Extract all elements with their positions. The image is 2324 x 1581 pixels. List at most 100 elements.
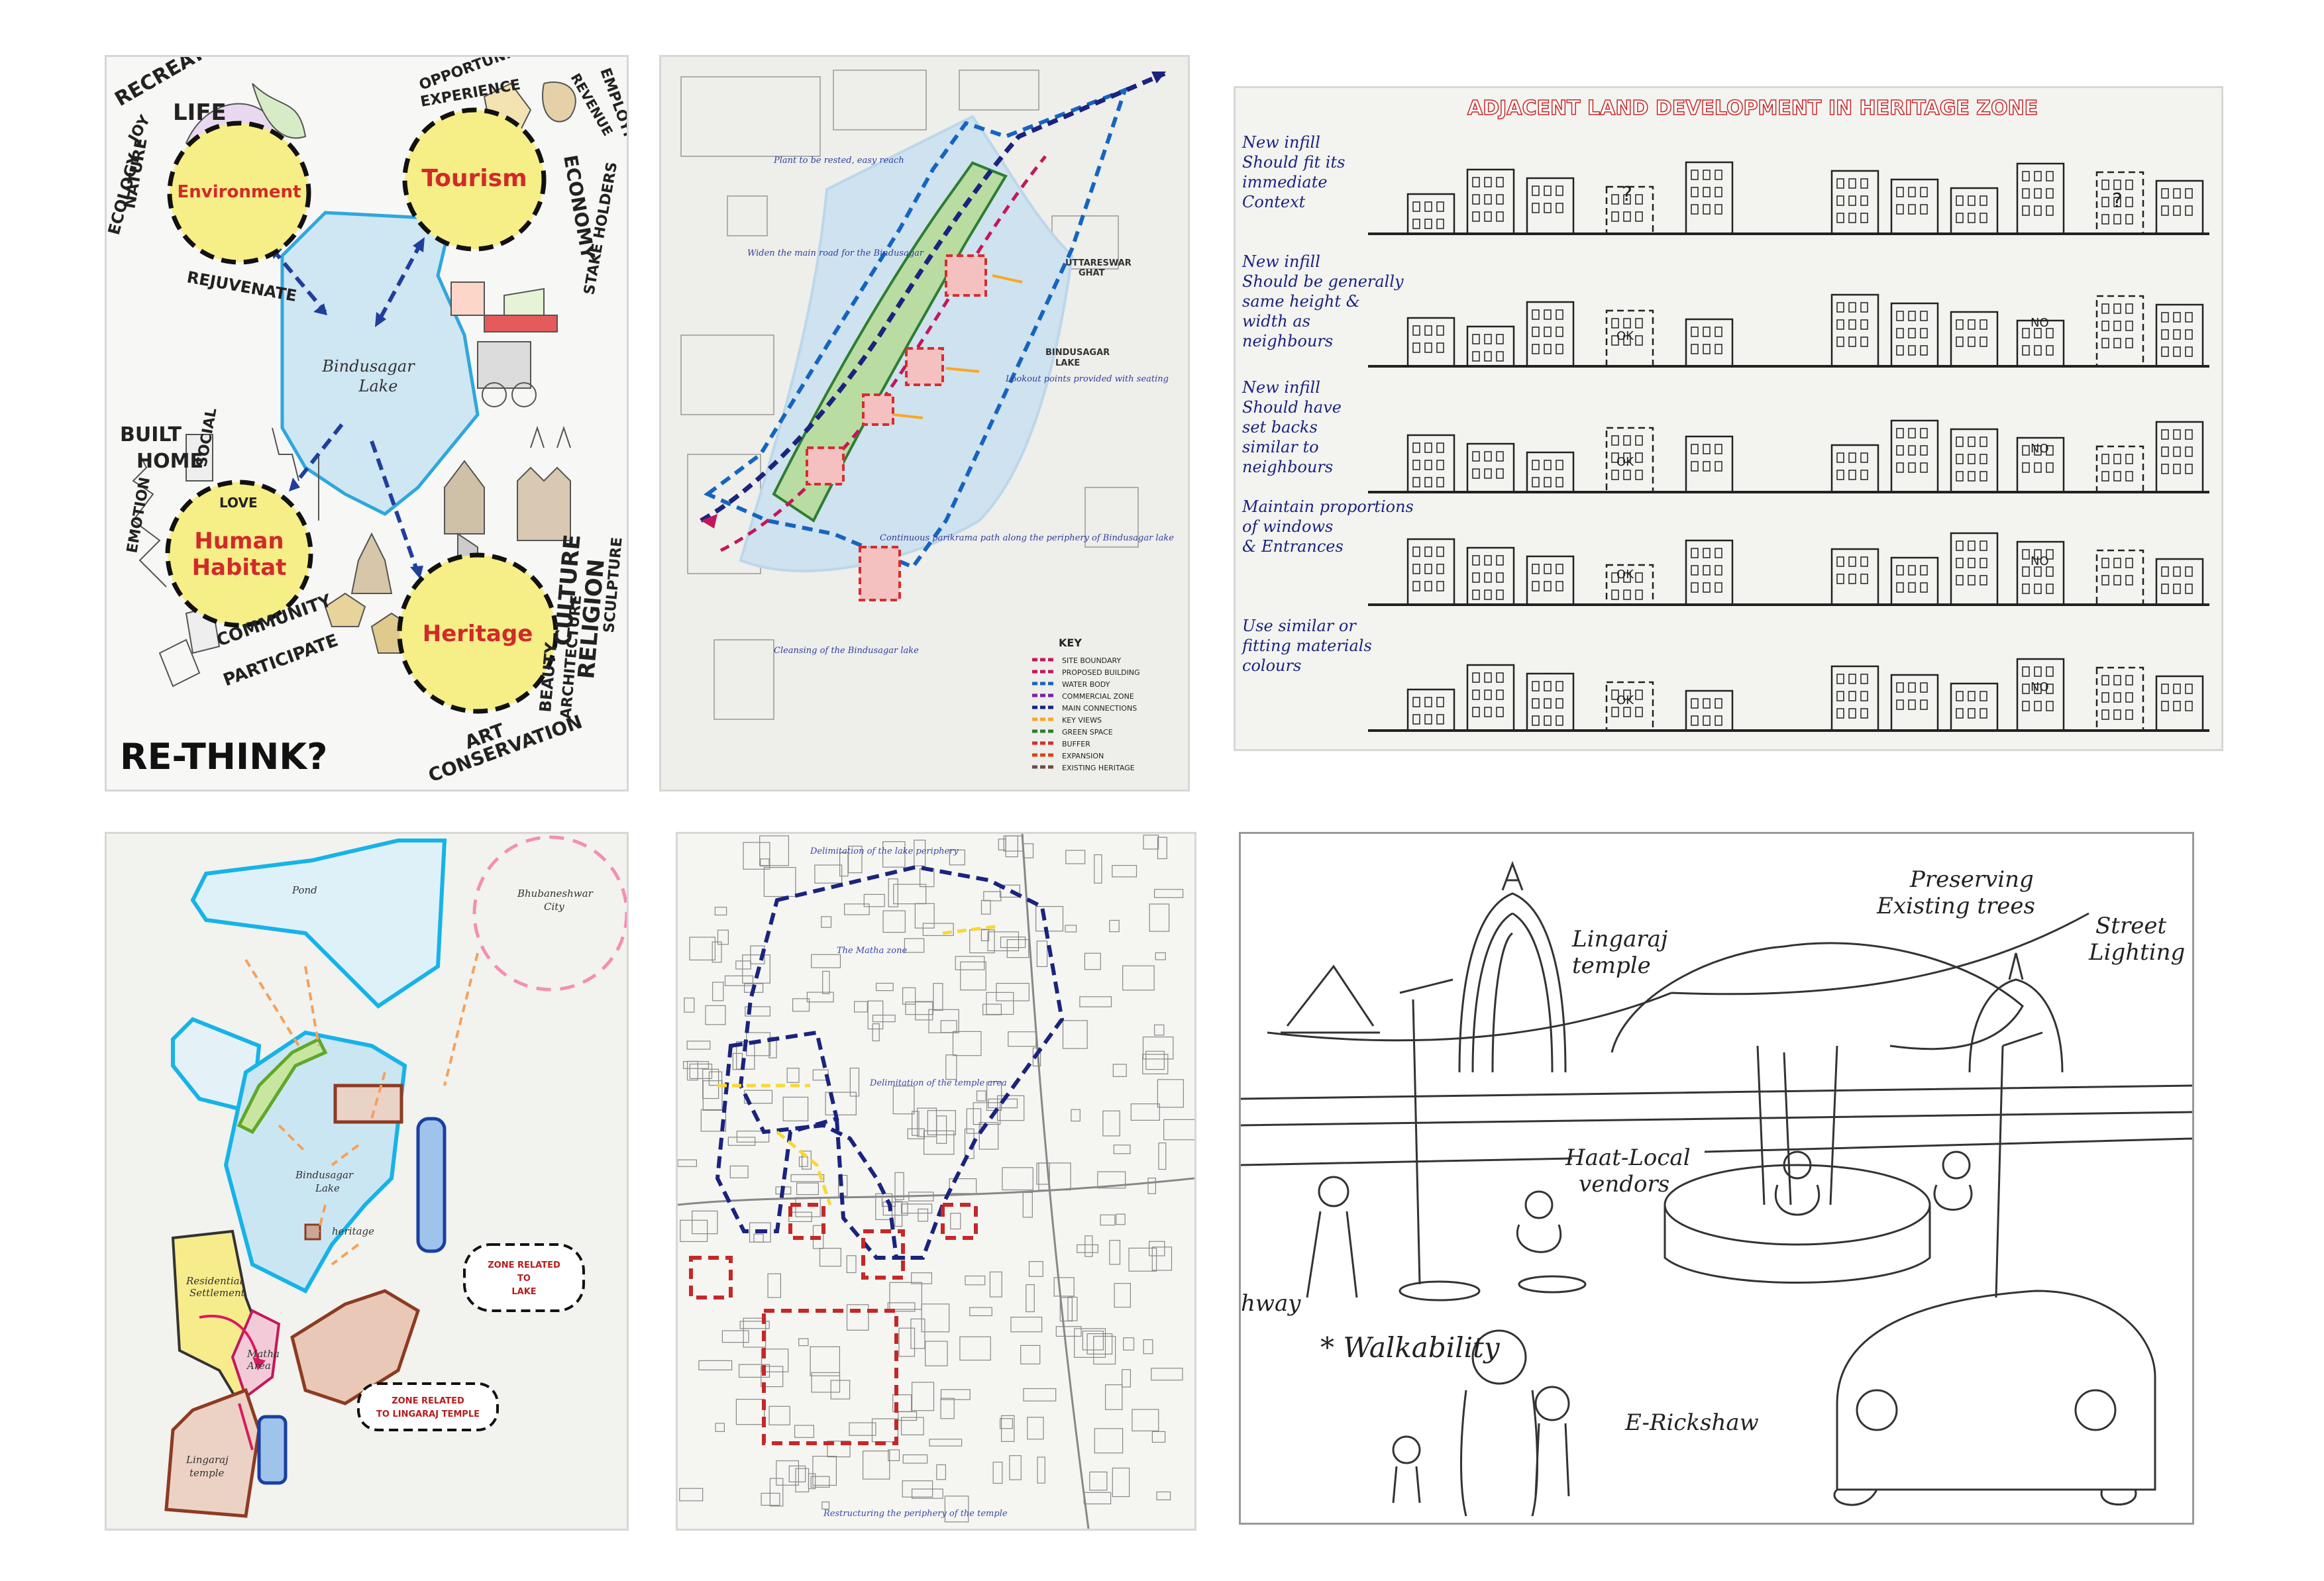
zone-lake-box-1: ZONE RELATED: [488, 1260, 560, 1270]
heritage-square: [305, 1225, 320, 1239]
key-label: WATER BODY: [1062, 680, 1110, 689]
key-label: KEY VIEWS: [1062, 716, 1102, 725]
label-trees-2: Existing trees: [1876, 893, 2035, 919]
site-lake-label-2: LAKE: [1055, 358, 1080, 368]
word-life: LIFE: [173, 99, 227, 126]
brown-box-top: [335, 1086, 401, 1122]
lingaraj-temple: [1459, 893, 1565, 1072]
word-built: BUILT: [120, 423, 182, 446]
site-note-4: Continuous parikrama path along the peri…: [880, 533, 1174, 543]
key-label: PROPOSED BUILDING: [1062, 668, 1140, 677]
key-label: COMMERCIAL ZONE: [1062, 692, 1134, 701]
site-plan-panel: BINDUSAGAR LAKE UTTARESWAR GHAT Plant to…: [659, 55, 1190, 791]
building-sketch: [2017, 659, 2064, 731]
building-sketch: [1527, 452, 1573, 492]
zone-lake-box-3: LAKE: [511, 1287, 536, 1297]
building-sketch: [1408, 435, 1454, 492]
label-lighting-1: Street: [2095, 913, 2166, 939]
ghat-label-2: GHAT: [1079, 268, 1105, 278]
building-sketch: [2017, 164, 2064, 234]
lake-label-2: Lake: [358, 377, 398, 395]
building-sketch: [2097, 446, 2143, 492]
e-rickshaw: [1837, 1291, 2155, 1490]
word-love: LOVE: [219, 495, 258, 511]
label-lingaraj-2: temple: [1572, 952, 1651, 979]
building-sketch: [1408, 318, 1454, 366]
lingaraj-zone: [166, 1390, 259, 1516]
zone-residential-1: Residential: [185, 1275, 243, 1287]
guideline-text: neighbours: [1242, 458, 1333, 476]
street-sketch-panel: Lingaraj temple Preserving Existing tree…: [1239, 832, 2194, 1525]
zone-lake-box-2: TO: [517, 1274, 531, 1284]
label-lighting-2: Lighting: [2088, 939, 2185, 966]
guideline-text: fitting materials: [1241, 637, 1372, 655]
guidelines-panel: ADJACENT LAND DEVELOPMENT IN HERITAGE ZO…: [1234, 86, 2223, 751]
ok-mark: OK: [1616, 693, 1634, 707]
building-sketch: [1832, 295, 1878, 366]
building-sketch: [1467, 170, 1514, 234]
building-sketch: [1527, 302, 1573, 366]
site-note-3: Lookout points provided with seating: [1005, 374, 1169, 384]
building-sketch: [1686, 691, 1732, 731]
guideline-text: set backs: [1242, 418, 1318, 436]
guidelines-title: ADJACENT LAND DEVELOPMENT IN HERITAGE ZO…: [1467, 97, 2038, 120]
vision-diagram-panel: Environment Tourism Human Habitat Herita…: [105, 55, 629, 791]
building-sketch: [2156, 559, 2203, 605]
habitat-label: Habitat: [192, 554, 287, 581]
zone-matha-1: Matha: [246, 1348, 280, 1360]
guideline-text: of windows: [1242, 517, 1333, 536]
word-conservation: CONSERVATION: [425, 711, 585, 787]
building-sketch: [1408, 194, 1454, 234]
zone-residential-2: Settlement: [189, 1287, 246, 1299]
ok-mark: OK: [1616, 568, 1634, 582]
guideline-text: width as: [1242, 312, 1310, 331]
building-sketch: [1527, 556, 1573, 605]
zoning-panel: Pond Bhubaneshwar City Bindusagar Lake h…: [105, 832, 629, 1531]
building-sketch: [1951, 684, 1997, 731]
guideline-text: neighbours: [1242, 332, 1333, 350]
tourism-label: Tourism: [421, 165, 527, 192]
word-sculpture: SCULPTURE: [601, 536, 626, 633]
no-mark: NO: [2031, 316, 2049, 330]
building-sketch: [1467, 665, 1514, 731]
building-sketch: [1686, 319, 1732, 366]
map-note-3: Delimitation of the temple area: [869, 1078, 1007, 1088]
question-mark: ?: [1622, 183, 1632, 206]
site-lake-label-1: BINDUSAGAR: [1045, 348, 1110, 358]
zone-heritage-label: heritage: [332, 1225, 374, 1237]
label-walkability: * Walkability: [1320, 1331, 1501, 1364]
question-mark: ?: [2112, 189, 2123, 213]
building-sketch: [1832, 171, 1878, 234]
guideline-text: similar to: [1242, 438, 1319, 456]
street-light: [1400, 980, 1453, 1284]
guideline-text: Use similar or: [1242, 617, 1357, 635]
building-sketch: [1891, 558, 1938, 605]
guideline-text: New infill: [1241, 133, 1320, 152]
label-way: hway: [1241, 1290, 1301, 1317]
site-key: SITE BOUNDARYPROPOSED BUILDINGWATER BODY…: [1032, 656, 1140, 772]
building-sketch: [1951, 429, 1997, 492]
human-label: Human: [194, 528, 284, 554]
building-sketch: [1686, 162, 1732, 234]
connections-map-panel: Delimitation of the lake periphery The M…: [676, 832, 1196, 1531]
site-note-2: Widen the main road for the Bindusagar: [747, 248, 924, 258]
guideline-text: colours: [1242, 656, 1301, 675]
building-sketch: [1832, 445, 1878, 492]
pond-top: [193, 841, 445, 1006]
guideline-text: same height &: [1242, 292, 1360, 311]
building-sketch: [2156, 422, 2203, 492]
guideline-text: New infill: [1241, 252, 1320, 271]
environment-label: Environment: [178, 182, 301, 202]
zone-temple-box-2: TO LINGARAJ TEMPLE: [376, 1409, 480, 1419]
no-mark: NO: [2031, 554, 2049, 568]
zone-lingaraj-1: Lingaraj: [185, 1454, 229, 1466]
key-label: BUFFER: [1062, 740, 1090, 748]
label-rickshaw: E-Rickshaw: [1624, 1409, 1759, 1436]
building-sketch: [2097, 668, 2143, 731]
key-label: MAIN CONNECTIONS: [1062, 704, 1137, 713]
zone-lake-label-2: Lake: [315, 1182, 340, 1194]
no-mark: NO: [2031, 442, 2049, 456]
key-label: EXPANSION: [1062, 752, 1104, 760]
word-emotion: EMOTION: [124, 476, 154, 555]
guideline-text: Should be generally: [1242, 272, 1404, 291]
